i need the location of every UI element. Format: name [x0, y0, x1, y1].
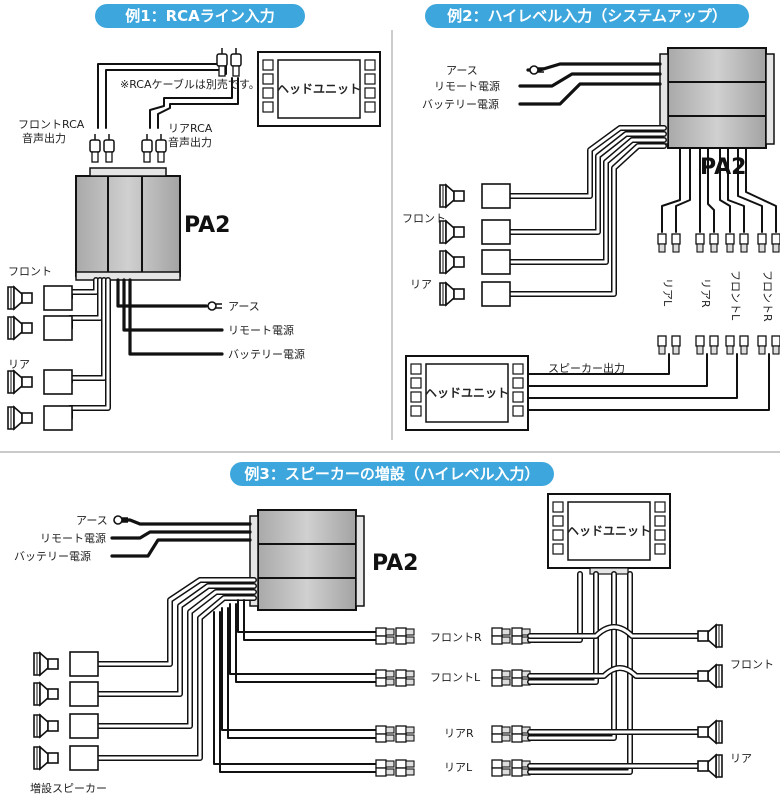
- example2-speaker-out-wire-rear-l: [527, 353, 670, 375]
- example2-battery-label: バッテリー電源: [422, 97, 499, 111]
- example1-front-rca-label-2: 音声出力: [22, 131, 66, 145]
- example1-battery-wire: [128, 278, 224, 356]
- example2-speaker-out-wire-front-r: [527, 353, 770, 411]
- example1-ground-wire: [116, 278, 208, 308]
- example3-title-pill: [230, 462, 554, 486]
- example3-ground-wire: [120, 518, 252, 526]
- example1-front-label: フロント: [8, 265, 52, 278]
- example2-head-unit-label: ヘッドユニット: [425, 386, 509, 400]
- example3-battery-wire: [110, 538, 252, 558]
- example3-title: 例3：スピーカーの増設（ハイレベル入力）: [244, 465, 539, 483]
- example2-amp-label: PA2: [700, 155, 746, 180]
- example1-amp: [75, 167, 181, 281]
- example2-remote-wire: [518, 72, 662, 88]
- example1-rear-rca-label: リアRCA: [168, 122, 213, 135]
- example1-front-speakers: [7, 285, 73, 341]
- example1-title: 例1：RCAライン入力: [125, 7, 275, 25]
- example3-remote-wire: [110, 530, 252, 540]
- example2-panel: 例2：ハイレベル入力（システムアップ） PA2 アース リモート電源 バッテリー…: [402, 4, 780, 431]
- example2-rear-r-label: リアR: [699, 278, 712, 308]
- example1-battery-label: バッテリー電源: [228, 347, 305, 361]
- example3-front-speakers: [697, 624, 723, 688]
- rca-cable-rear-2: [157, 77, 239, 129]
- example1-rear-speakers: [7, 369, 73, 431]
- example3-front-r-label: フロントR: [430, 631, 482, 644]
- example2-speaker-out-wire-rear-r: [527, 353, 708, 387]
- example3-front-label: フロント: [730, 658, 774, 671]
- rca-cable-rear: [149, 77, 233, 129]
- example3-amp: [249, 509, 365, 611]
- example3-head-unit: ヘッドユニット: [547, 493, 671, 575]
- example3-amp-label: PA2: [372, 551, 418, 576]
- example3-ground-label: アース: [76, 514, 108, 527]
- example2-rear-speakers: [439, 249, 511, 307]
- example2-battery-wire: [518, 82, 662, 106]
- example2-front-r-label: フロントR: [761, 270, 774, 322]
- example2-head-unit: ヘッドユニット: [405, 355, 529, 431]
- example2-remote-label: リモート電源: [434, 79, 500, 93]
- example1-head-unit: ヘッドユニット: [257, 51, 381, 127]
- example2-speaker-out-label: スピーカー出力: [548, 361, 625, 375]
- example3-front-l-label: フロントL: [430, 671, 481, 684]
- example1-ground-label: アース: [228, 300, 260, 313]
- rca-cable-front: [97, 63, 227, 129]
- example1-title-pill: [95, 4, 305, 28]
- example1-head-unit-label: ヘッドユニット: [277, 82, 361, 96]
- example3-head-unit-label: ヘッドユニット: [567, 524, 651, 538]
- example3-head-unit-connectors: [491, 627, 531, 777]
- example1-panel: 例1：RCAライン入力 ヘッドユニット ※RCAケーブルは別売です。 フロントR…: [7, 4, 381, 431]
- example2-front-speakers: [439, 183, 511, 245]
- example3-panel: 例3：スピーカーの増設（ハイレベル入力） PA2 アース リモート電源 バッテリ…: [14, 462, 774, 795]
- example3-battery-label: バッテリー電源: [14, 549, 91, 563]
- example2-ground-wire: [526, 62, 662, 72]
- example2-front-label: フロント: [402, 212, 446, 225]
- example3-rear-l-label: リアL: [444, 761, 473, 774]
- example2-speaker-out-wire-front-l: [527, 353, 738, 399]
- example1-rear-rca-label-2: 音声出力: [168, 135, 212, 149]
- example3-remote-label: リモート電源: [40, 531, 106, 545]
- example3-rear-speakers: [697, 720, 723, 778]
- example3-rear-label: リア: [730, 752, 752, 765]
- example3-added-speakers-label: 増設スピーカー: [30, 781, 107, 795]
- example2-rear-l-label: リアL: [661, 278, 674, 307]
- example1-remote-label: リモート電源: [228, 323, 294, 337]
- example3-added-speakers: [33, 651, 99, 771]
- example2-title-pill: [425, 4, 749, 28]
- example1-rear-label: リア: [8, 358, 30, 371]
- example1-cable-note: ※RCAケーブルは別売です。: [120, 77, 260, 91]
- example1-amp-label: PA2: [184, 213, 230, 238]
- example2-title: 例2：ハイレベル入力（システムアップ）: [447, 7, 727, 25]
- example2-rear-label: リア: [410, 278, 432, 291]
- example3-rear-r-label: リアR: [444, 727, 474, 740]
- example3-amp-connectors: [375, 627, 415, 777]
- example2-front-l-label: フロントL: [729, 270, 742, 321]
- example2-ground-label: アース: [446, 64, 478, 77]
- example1-front-rca-label: フロントRCA: [18, 118, 85, 131]
- example2-amp: [659, 47, 775, 149]
- example1-remote-wire: [122, 278, 224, 332]
